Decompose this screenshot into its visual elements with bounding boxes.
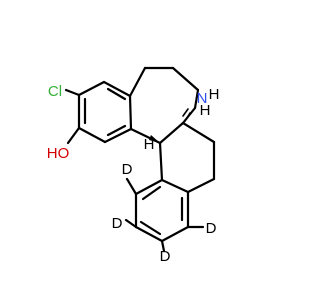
double-bond-inner [106, 87, 127, 101]
molecule-drawing: Cl HO N H H H D D D D [47, 66, 220, 265]
deuterated-benzene-ring [134, 178, 190, 243]
bond [160, 225, 190, 243]
wedge-bond [149, 135, 160, 143]
bond [158, 121, 185, 145]
stereo-hydrogen-top: H [200, 102, 211, 119]
hydroxyl-label: HO [47, 145, 70, 162]
bond-to-d [125, 177, 138, 196]
bond [186, 177, 216, 194]
azepine-ring [128, 66, 200, 145]
bond [134, 178, 164, 196]
bond [158, 141, 164, 182]
deuterium-label-1: D [122, 161, 133, 178]
deuterium-label-3: D [206, 220, 217, 237]
bond-to-cl [64, 88, 81, 97]
tetrahydro-ring [158, 121, 216, 194]
hashed-bond [184, 112, 191, 122]
hashed-bond [182, 108, 189, 117]
bond-to-d [160, 239, 166, 253]
bond [77, 126, 107, 144]
double-bond-inner [141, 185, 162, 201]
bond [181, 121, 216, 144]
double-bond-inner [106, 124, 127, 137]
bond [160, 178, 190, 194]
bond-to-d [124, 218, 138, 229]
bond-to-oh [66, 126, 81, 145]
bond [134, 225, 164, 243]
double-bond-inner [139, 220, 162, 236]
bond [103, 127, 133, 144]
bond [128, 94, 133, 131]
nitrogen-label: N [197, 90, 208, 107]
bond [128, 66, 147, 98]
bond [171, 66, 200, 92]
deuterium-label-2: D [112, 215, 123, 232]
bond-to-n [193, 88, 200, 110]
chlorophenol-ring [77, 80, 133, 144]
deuterium-label-4: D [160, 248, 171, 265]
stereo-hydrogen-bottom: H [144, 136, 155, 153]
chlorine-label: Cl [48, 83, 62, 100]
amine-hydrogen-label: H [209, 86, 220, 103]
chemical-structure: Cl HO N H H H D D D D [47, 66, 220, 265]
bond [77, 80, 106, 97]
bond [102, 80, 132, 98]
